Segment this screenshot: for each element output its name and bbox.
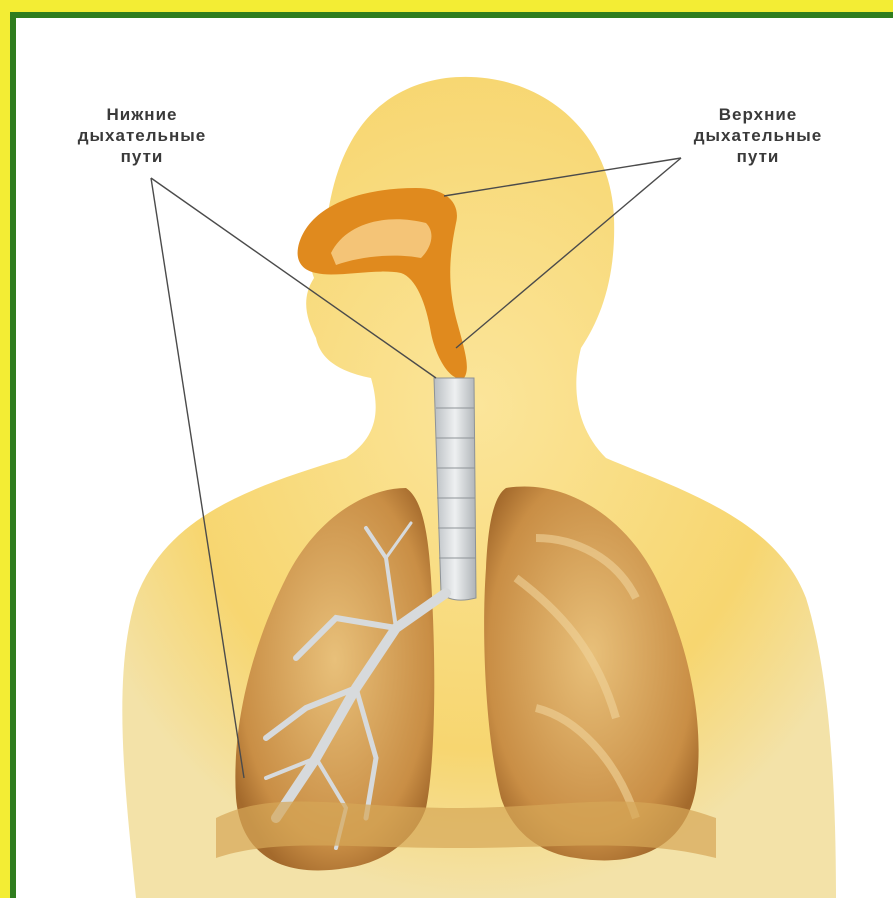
diagram-panel: Нижние дыхательные пути Верхние дыхатель… bbox=[10, 12, 893, 898]
lower-airways-label: Нижние дыхательные пути bbox=[42, 104, 242, 167]
upper-airways-label-line2: дыхательные bbox=[658, 125, 858, 146]
lower-airways-label-line2: дыхательные bbox=[42, 125, 242, 146]
lower-airways-label-line3: пути bbox=[42, 146, 242, 167]
upper-airways-label: Верхние дыхательные пути bbox=[658, 104, 858, 167]
upper-airways-label-line3: пути bbox=[658, 146, 858, 167]
lower-airways-label-line1: Нижние bbox=[42, 104, 242, 125]
body-silhouette bbox=[122, 77, 836, 898]
trachea bbox=[434, 378, 476, 600]
upper-airways-label-line1: Верхние bbox=[658, 104, 858, 125]
